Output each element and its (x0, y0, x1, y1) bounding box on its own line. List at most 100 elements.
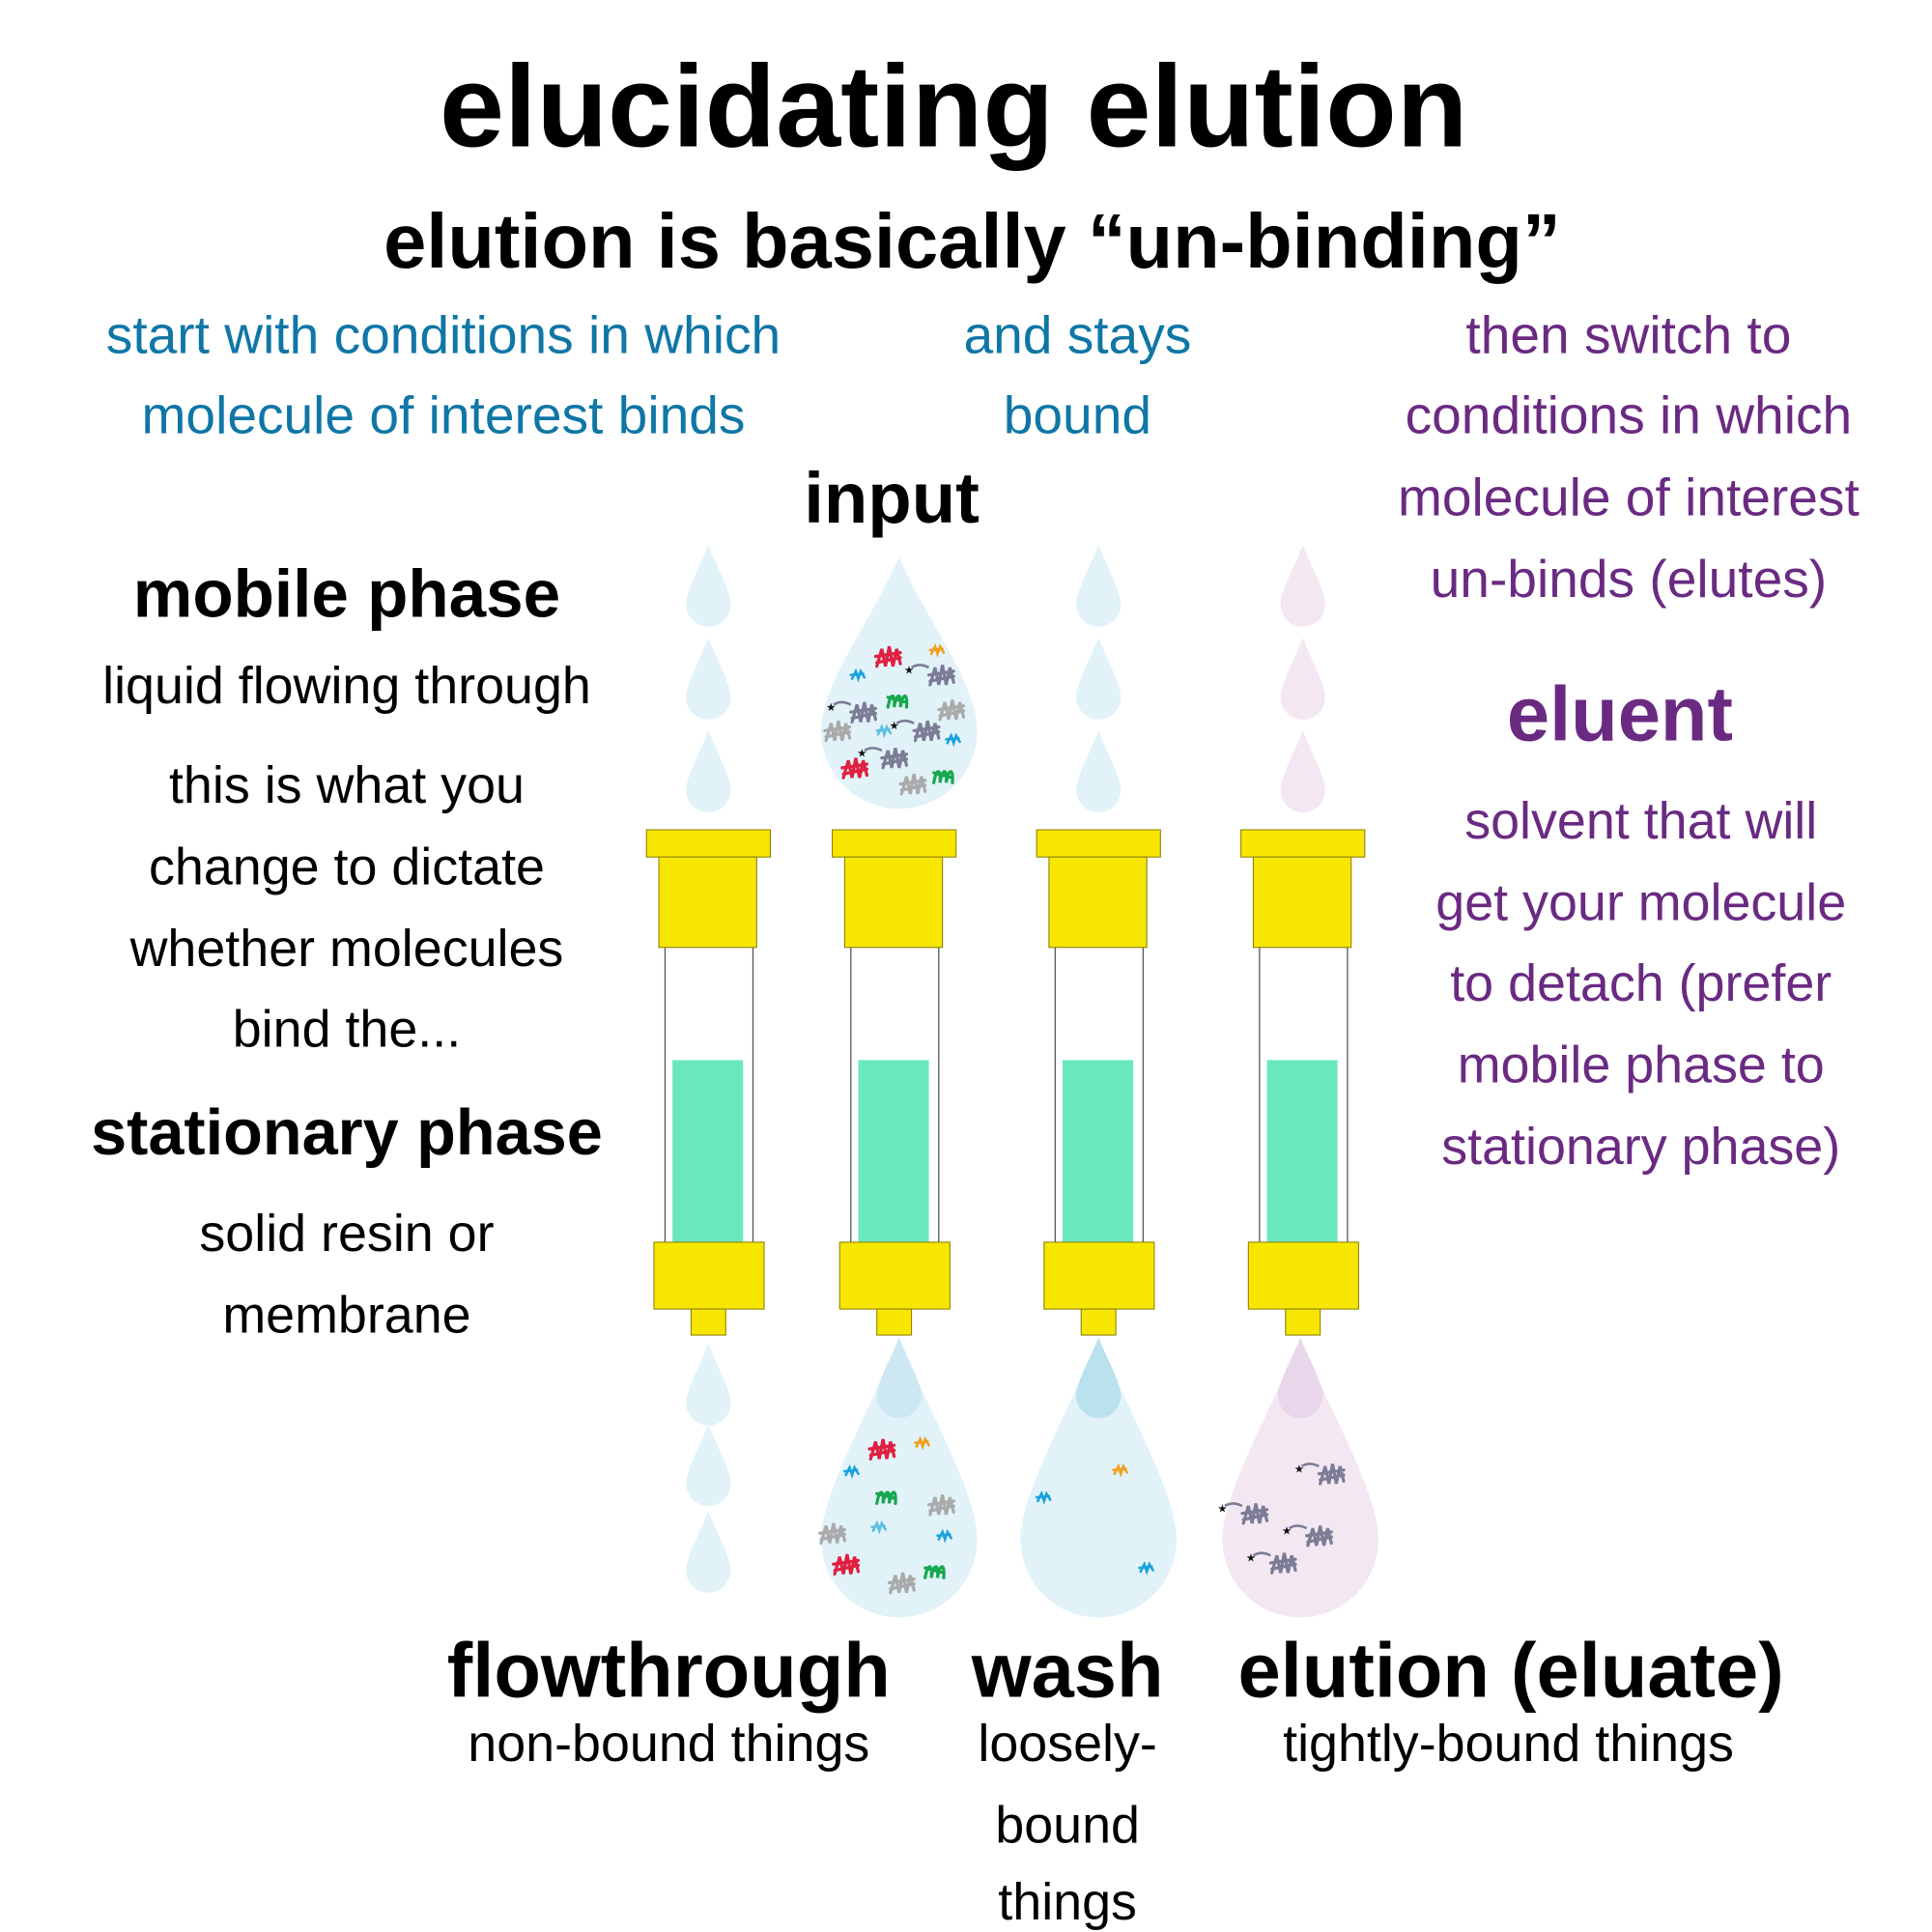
molecule-icon: ★ (904, 664, 955, 687)
columns-and-drops: ★ ★ ★ ★ ★ ★ ★ ★ (645, 545, 1378, 1618)
molecule-icon (849, 668, 867, 683)
subtitle: elution is basically “un-binding” (384, 198, 1561, 284)
molecule-strand (912, 720, 941, 743)
molecule-icon: ★ (1246, 1551, 1297, 1575)
molecule-icon (898, 773, 927, 796)
small-drop-icon (1076, 638, 1122, 720)
molecule-icon (936, 1528, 952, 1544)
column-tip (690, 1308, 726, 1336)
eluent-title: eluent (1507, 671, 1733, 757)
molecule-strand (875, 1491, 897, 1506)
molecule-strand (1035, 1490, 1052, 1505)
stationary-phase-resin (672, 1060, 744, 1242)
molecule-strand (887, 1572, 916, 1595)
switch-conditions-text: then switch to conditions in which molec… (1398, 304, 1860, 609)
molecule-icon (923, 1565, 946, 1579)
text-line: solid resin or (199, 1205, 494, 1263)
column-bottom-cap (653, 1241, 765, 1310)
column-top-cap (843, 856, 944, 949)
input-drop (821, 556, 978, 810)
text-line: then switch to (1465, 304, 1791, 364)
text-line: things (998, 1873, 1137, 1931)
column-bottom-cap (1043, 1241, 1155, 1310)
molecule-strand (923, 1565, 946, 1579)
molecule-icon: ★ (1217, 1502, 1269, 1525)
stationary-phase-resin (1063, 1060, 1134, 1242)
molecule-strand (945, 732, 961, 748)
molecule-tail (864, 747, 883, 753)
small-drop-icon (1280, 730, 1325, 813)
molecule-strand (898, 773, 927, 796)
molecule-icon (1035, 1490, 1052, 1505)
molecule-strand (926, 1494, 955, 1517)
molecule-icon: ★ (1282, 1524, 1333, 1548)
molecule-icon (945, 732, 961, 748)
molecule-strand (818, 1522, 846, 1546)
column-wash (1036, 829, 1161, 1336)
falling-drop-icon (1076, 1337, 1122, 1418)
main-title: elucidating elution (440, 41, 1467, 171)
molecule-icon (937, 699, 966, 722)
column-top-cap (1252, 856, 1352, 949)
molecule-strand (936, 1528, 952, 1544)
small-drop-icon (686, 730, 731, 813)
column-input (832, 829, 957, 1336)
tag-star-icon: ★ (826, 702, 836, 714)
tag-star-icon: ★ (857, 748, 867, 759)
molecule-icon (887, 1572, 916, 1595)
tag-star-icon: ★ (1217, 1503, 1227, 1515)
text-line: start with conditions in which (106, 304, 781, 364)
text-line: whether molecules (129, 920, 564, 978)
left-annotations: mobile phase liquid flowing through this… (91, 555, 603, 1344)
column-tip (1285, 1308, 1321, 1336)
molecule-icon (1138, 1560, 1154, 1576)
text-line: bound (1004, 385, 1151, 445)
column-top-rim (832, 829, 957, 858)
molecule-tail (910, 664, 930, 669)
column-top-cap (658, 856, 757, 949)
text-line: to detach (prefer (1450, 954, 1832, 1012)
text-line: stationary phase) (1441, 1118, 1840, 1176)
column-top-rim (1240, 829, 1366, 858)
small-drop-icon (686, 545, 731, 627)
column-elution (1240, 829, 1366, 1336)
molecule-strand (926, 665, 955, 687)
falling-drop-icon (876, 1337, 922, 1418)
molecule-strand (875, 724, 893, 739)
molecule-strand (932, 770, 954, 784)
mobile-phase-desc: liquid flowing through (102, 657, 591, 715)
small-drop-icon (1280, 545, 1325, 627)
molecule-strand (870, 1520, 887, 1535)
molecule-icon: ★ (1294, 1463, 1346, 1486)
text-line: bound (995, 1797, 1140, 1855)
small-drop-icon (686, 638, 731, 720)
mobile-phase-title: mobile phase (133, 555, 560, 631)
tag-star-icon: ★ (1246, 1553, 1256, 1565)
molecule-strand (1240, 1503, 1269, 1525)
start-conditions-text: start with conditions in which molecule … (106, 304, 781, 444)
column-top-cap (1048, 856, 1148, 949)
molecule-tail (1224, 1502, 1243, 1508)
molecule-tail (1288, 1524, 1308, 1530)
column-tip (876, 1308, 913, 1336)
molecule-icon (1112, 1463, 1128, 1478)
text-line: get your molecule (1435, 874, 1846, 932)
molecule-strand (849, 668, 867, 683)
molecule-strand (1317, 1463, 1346, 1486)
molecule-icon: ★ (889, 719, 941, 743)
stays-bound-text: and stays bound (963, 304, 1191, 444)
bottom-labels: flowthrough non-bound things wash loosel… (447, 1627, 1784, 1931)
molecule-strand (823, 720, 852, 743)
stationary-phase-title: stationary phase (91, 1097, 603, 1169)
column-tip (1080, 1308, 1117, 1336)
molecule-strand (1112, 1463, 1128, 1478)
molecule-strand (1268, 1552, 1297, 1575)
elution-desc: tightly-bound things (1283, 1715, 1734, 1773)
column-bottom-cap (838, 1241, 951, 1310)
molecule-icon (886, 694, 909, 709)
flowthrough-drop (821, 1337, 978, 1618)
wash-drop (1020, 1337, 1177, 1618)
column-top-rim (645, 829, 771, 858)
small-drop-icon (1280, 638, 1325, 720)
